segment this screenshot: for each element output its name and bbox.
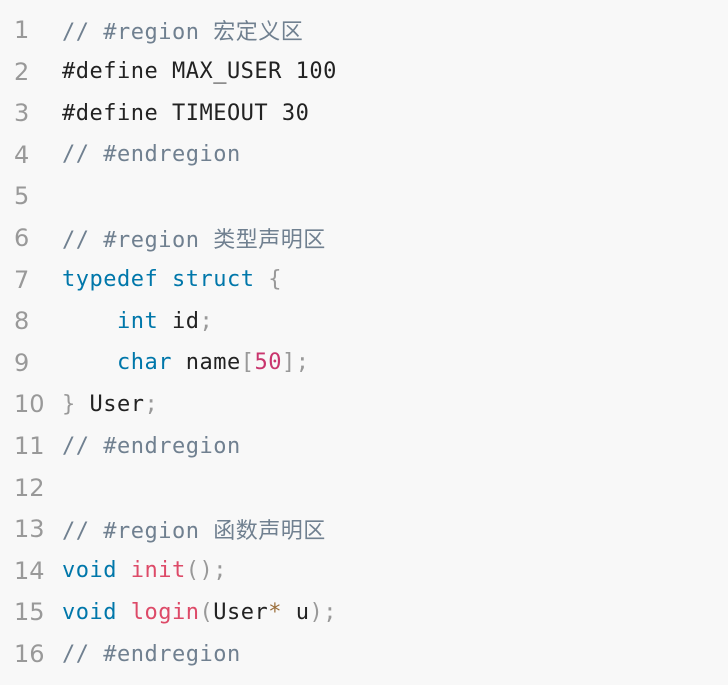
code-token-plain <box>62 350 117 375</box>
line-number: 2 <box>14 57 30 86</box>
line-number: 14 <box>14 556 45 585</box>
line-code: #define MAX_USER 100 <box>62 59 337 84</box>
line-code: #define TIMEOUT 30 <box>62 101 309 126</box>
code-token-punct: ); <box>309 599 337 625</box>
code-token-comment: // #endregion <box>62 641 241 667</box>
code-token-plain: User <box>213 599 269 625</box>
code-token-comment: // #endregion <box>62 433 241 459</box>
line-code: char name[50]; <box>62 350 309 375</box>
code-token-keyword: void <box>62 558 117 584</box>
code-token-plain: User <box>75 391 145 417</box>
code-token-keyword: int <box>116 308 159 334</box>
code-line[interactable]: 4 // #endregion <box>0 134 728 176</box>
code-line[interactable]: 5 <box>0 175 728 217</box>
code-line[interactable]: 2 #define MAX_USER 100 <box>0 51 728 93</box>
code-token-number: 50 <box>254 350 282 376</box>
code-line[interactable]: 1 // #region 宏定义区 <box>0 9 728 51</box>
line-number: 5 <box>14 182 30 211</box>
code-token-punct: [ <box>240 350 255 376</box>
code-token-punct: ; <box>144 391 159 417</box>
code-line[interactable]: 14 void init(); <box>0 550 728 592</box>
code-token-plain <box>62 309 117 334</box>
line-code: // #endregion <box>62 142 241 167</box>
code-token-punct: ( <box>199 599 214 625</box>
code-line[interactable]: 8 int id; <box>0 300 728 342</box>
code-token-plain <box>117 600 131 625</box>
code-token-punct: { <box>268 267 282 293</box>
line-number: 4 <box>14 140 30 169</box>
code-token-plain: u <box>281 599 310 625</box>
code-token-comment: // #region 宏定义区 <box>62 20 304 45</box>
line-number: 11 <box>14 432 45 460</box>
code-token-func: init <box>130 558 186 584</box>
code-token-comment: // #region 类型声明区 <box>62 228 326 253</box>
code-line[interactable]: 3 #define TIMEOUT 30 <box>0 92 728 134</box>
line-number: 1 <box>14 16 30 44</box>
line-code: // #endregion <box>62 434 241 459</box>
code-line[interactable]: 11 // #endregion <box>0 425 728 467</box>
line-code: typedef struct { <box>62 267 282 292</box>
code-line[interactable]: 7 typedef struct { <box>0 259 728 301</box>
code-line[interactable]: 6 // #region 类型声明区 <box>0 217 728 259</box>
code-token-op: * <box>268 599 282 625</box>
line-number: 16 <box>14 640 45 668</box>
line-code: } User; <box>62 392 158 417</box>
code-line[interactable]: 13 // #region 函数声明区 <box>0 508 728 550</box>
line-code: void login(User* u); <box>62 600 337 625</box>
code-line[interactable]: 16 // #endregion <box>0 633 728 675</box>
line-number: 3 <box>14 99 30 128</box>
line-number: 15 <box>14 598 45 627</box>
code-token-punct: (); <box>185 558 227 584</box>
line-code: // #region 宏定义区 <box>62 14 303 46</box>
line-number: 10 <box>14 390 45 419</box>
code-token-comment: // #region 函数声明区 <box>62 519 326 545</box>
code-token-plain <box>117 558 131 583</box>
line-number: 8 <box>14 307 30 336</box>
code-token-punct: ]; <box>281 350 310 376</box>
code-token-plain <box>254 267 268 292</box>
line-code: // #region 函数声明区 <box>62 513 326 545</box>
line-code: void init(); <box>62 558 227 583</box>
code-token-plain: id <box>158 308 200 334</box>
code-line[interactable]: 15 void login(User* u); <box>0 591 728 633</box>
code-token-func: login <box>130 599 200 625</box>
line-number: 13 <box>14 515 45 544</box>
line-number: 9 <box>14 348 30 377</box>
line-number: 12 <box>14 473 45 502</box>
code-token-plain: name <box>171 350 241 376</box>
code-token-punct: ; <box>199 308 214 334</box>
code-token-keyword: typedef <box>62 267 159 293</box>
code-token-punct: } <box>62 391 76 417</box>
code-token-plain <box>158 267 172 292</box>
code-token-plain: #define MAX_USER 100 <box>62 59 337 85</box>
code-token-keyword: char <box>116 350 172 376</box>
line-code: int id; <box>62 309 213 334</box>
line-code: // #endregion <box>62 642 241 667</box>
code-token-comment: // #endregion <box>62 142 241 168</box>
code-line[interactable]: 12 <box>0 467 728 509</box>
line-number: 6 <box>14 224 30 252</box>
line-number: 7 <box>14 265 30 294</box>
code-token-keyword: void <box>62 599 117 625</box>
code-token-plain: #define TIMEOUT 30 <box>62 100 310 126</box>
code-line[interactable]: 10} User; <box>0 383 728 425</box>
code-line[interactable]: 9 char name[50]; <box>0 342 728 384</box>
code-token-keyword: struct <box>171 267 255 293</box>
line-code: // #region 类型声明区 <box>62 222 326 254</box>
